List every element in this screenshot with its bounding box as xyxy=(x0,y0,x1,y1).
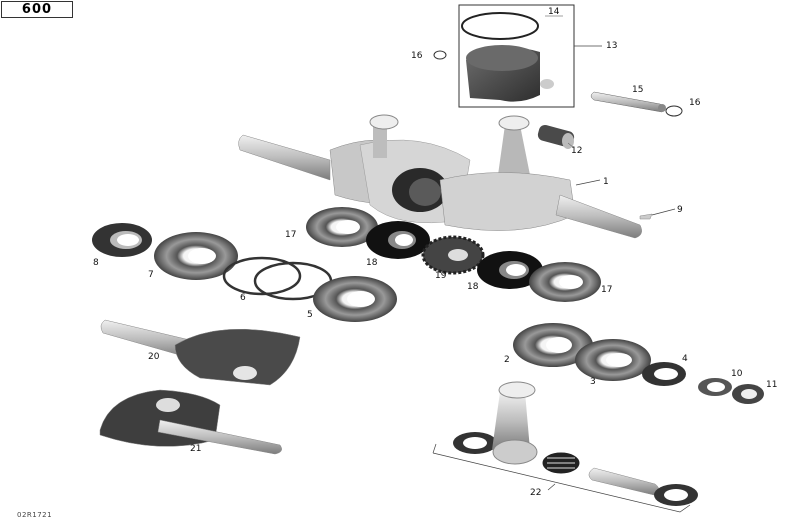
crankshaft-half-20[interactable] xyxy=(100,319,301,386)
bearing-17-left[interactable] xyxy=(306,207,378,247)
seal-8[interactable] xyxy=(92,223,152,257)
nut-11[interactable] xyxy=(732,384,764,404)
piston-pin[interactable] xyxy=(590,91,666,113)
callout-20[interactable]: 20 xyxy=(148,352,160,362)
callout-8[interactable]: 8 xyxy=(93,258,99,268)
callout-22[interactable]: 22 xyxy=(530,488,542,498)
callout-21[interactable]: 21 xyxy=(190,444,202,454)
circlip-left xyxy=(433,50,447,60)
callout-9[interactable]: 9 xyxy=(677,205,683,215)
callout-10[interactable]: 10 xyxy=(731,369,743,379)
callout-14[interactable]: 14 xyxy=(548,7,560,17)
callout-18-right[interactable]: 18 xyxy=(467,282,479,292)
crankshaft-half-21[interactable] xyxy=(99,389,282,455)
circlip-right xyxy=(665,105,683,117)
connecting-rod-kit[interactable] xyxy=(432,381,698,513)
callout-12[interactable]: 12 xyxy=(571,146,583,156)
piston-ring xyxy=(461,12,539,40)
callout-13[interactable]: 13 xyxy=(606,41,618,51)
callout-1[interactable]: 1 xyxy=(603,177,609,187)
piston-kit-group[interactable] xyxy=(458,4,602,108)
callout-17-left[interactable]: 17 xyxy=(285,230,297,240)
callout-16-right[interactable]: 16 xyxy=(689,98,701,108)
bearing-3[interactable] xyxy=(575,339,651,381)
callout-3[interactable]: 3 xyxy=(590,377,596,387)
callout-19[interactable]: 19 xyxy=(435,271,447,281)
callout-16-left[interactable]: 16 xyxy=(411,51,423,61)
bearing-17-right[interactable] xyxy=(529,262,601,302)
callout-2[interactable]: 2 xyxy=(504,355,510,365)
woodruff-key[interactable] xyxy=(639,213,653,220)
callout-6[interactable]: 6 xyxy=(240,293,246,303)
seal-18-right[interactable] xyxy=(477,251,543,289)
gear-19[interactable] xyxy=(421,235,485,275)
bearing-2[interactable] xyxy=(513,323,593,367)
washer-10[interactable] xyxy=(698,378,732,396)
callout-18-left[interactable]: 18 xyxy=(366,258,378,268)
crankshaft-assembly[interactable] xyxy=(238,114,642,239)
bearing-7[interactable] xyxy=(154,232,238,280)
callout-15[interactable]: 15 xyxy=(632,85,644,95)
reference-code: 02R1721 xyxy=(17,511,53,519)
callout-5[interactable]: 5 xyxy=(307,310,313,320)
seal-18-left[interactable] xyxy=(366,221,430,259)
seal-4[interactable] xyxy=(642,362,686,386)
callout-4[interactable]: 4 xyxy=(682,354,688,364)
callout-17-right[interactable]: 17 xyxy=(601,285,613,295)
bearing-5[interactable] xyxy=(313,276,397,322)
needle-bearing-small[interactable] xyxy=(537,124,576,149)
callout-11[interactable]: 11 xyxy=(766,380,778,390)
model-badge: 600 xyxy=(1,1,73,18)
callout-7[interactable]: 7 xyxy=(148,270,154,280)
